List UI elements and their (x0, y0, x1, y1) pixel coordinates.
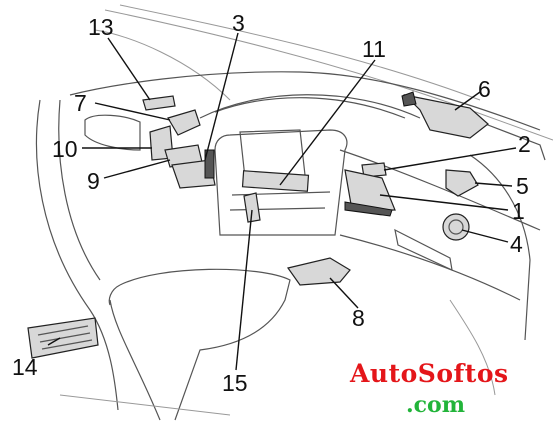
leader-9 (103, 159, 171, 179)
callout-6: 6 (478, 76, 491, 102)
callout-9: 9 (87, 168, 100, 194)
callout-1: 1 (512, 198, 525, 224)
watermark-line2: .com (406, 392, 466, 418)
part-3 (171, 159, 216, 189)
callout-10: 10 (52, 136, 78, 162)
callout-15: 15 (222, 370, 248, 396)
display-11 (241, 170, 310, 192)
windshield-outline (104, 9, 553, 141)
part-13 (286, 257, 351, 286)
leader-11 (279, 59, 376, 186)
part-8 (142, 95, 176, 111)
center-stack (214, 129, 348, 236)
part-5 (442, 213, 470, 241)
callout-2: 2 (518, 131, 531, 157)
callout-3: 3 (232, 10, 245, 36)
leader-5 (461, 229, 509, 243)
leader-13 (329, 277, 359, 309)
callout-11: 11 (362, 36, 386, 62)
right-dash (339, 149, 541, 231)
leader-2 (383, 147, 517, 171)
callout-4: 5 (516, 173, 529, 199)
leader-6 (454, 91, 481, 111)
callout-5: 4 (510, 231, 523, 257)
part-2 (361, 162, 387, 178)
leader-14 (47, 337, 61, 346)
part-15 (243, 192, 261, 223)
part-1 (344, 169, 396, 211)
part-6 (403, 94, 489, 139)
left-vent (84, 114, 141, 151)
callout-14: 14 (12, 354, 38, 380)
part-7 (167, 109, 201, 136)
part-4 (445, 169, 479, 197)
leader-1 (379, 194, 509, 211)
leader-4 (474, 182, 513, 187)
leader-15 (235, 209, 253, 371)
callout-13: 8 (352, 305, 365, 331)
center-console (119, 268, 291, 421)
callout-7: 7 (74, 90, 87, 116)
leader-8 (107, 37, 151, 101)
callout-8: 13 (88, 14, 114, 40)
leader-7 (94, 102, 171, 121)
watermark-line1: AutoSoftos (350, 359, 509, 388)
leader-3 (204, 32, 239, 161)
